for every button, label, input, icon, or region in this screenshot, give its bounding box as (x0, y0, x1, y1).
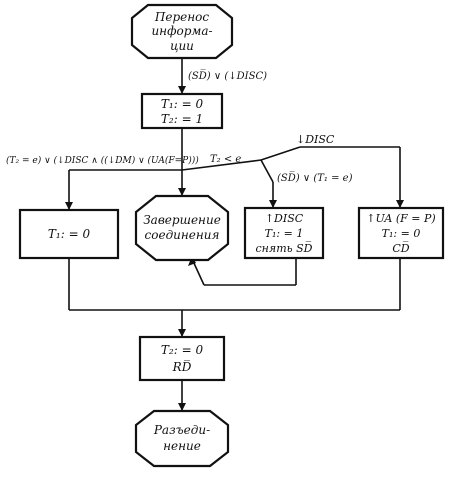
edge-sd-branch (260, 159, 274, 183)
arrowhead (178, 329, 186, 337)
node-rd-shape (138, 335, 226, 382)
node-ua: ↑UA (F = P) T₁: = 0 CD̅ (357, 206, 445, 260)
node-disc-up: ↑DISC T₁: = 1 снять SD̅ (243, 206, 325, 260)
arrowhead (65, 202, 73, 210)
node-disc-up-shape (243, 206, 325, 260)
node-ua-shape (357, 206, 445, 260)
node-disconnect-shape (134, 409, 230, 468)
edge-label-left-condition: (T₂ = e) ∨ (↓DISC ∧ ((↓DM) ∨ (UA(F=P))) (6, 155, 199, 166)
node-transfer-line2: информа- (151, 24, 212, 38)
edge-label-sd-or-disc: (SD̅) ∨ (↓DISC) (188, 70, 267, 82)
node-completion-shape (134, 194, 230, 262)
node-disc-up-line1: ↑DISC (265, 212, 304, 225)
arrowhead (178, 403, 186, 411)
node-disconnect-line1: Разъеди- (153, 423, 210, 437)
node-init-line2: T₂: = 1 (161, 112, 203, 126)
node-init-line1: T₁: = 0 (161, 97, 204, 111)
arrowhead (396, 200, 404, 208)
node-transfer-line3: ции (170, 39, 194, 53)
edge-label-t2-less-e: T₂ < e (210, 154, 241, 165)
node-rd: T₂: = 0 RD̅ (138, 335, 226, 382)
node-transfer: Перенос информа- ции (130, 3, 234, 60)
arrowhead (269, 200, 277, 208)
node-disc-up-line2: T₁: = 1 (265, 227, 304, 240)
node-completion-line2: соединения (145, 228, 220, 242)
node-transfer-shape (130, 3, 234, 60)
node-ua-line2: T₁: = 0 (382, 227, 421, 240)
node-ua-line1: ↑UA (F = P) (366, 212, 435, 225)
connectors (65, 58, 404, 411)
edge-label-disc-down: ↓DISC (296, 133, 335, 146)
node-init-shape (140, 92, 224, 130)
node-rd-line1: T₂: = 0 (161, 343, 204, 357)
node-transfer-line1: Перенос (154, 10, 209, 24)
node-reset-t1: T₁: = 0 (18, 208, 120, 260)
node-disconnect: Разъеди- нение (134, 409, 230, 468)
arrowhead (178, 188, 186, 196)
arrowhead (178, 86, 186, 94)
edge-feedback-up (192, 260, 205, 286)
node-disconnect-line2: нение (163, 439, 201, 453)
node-ua-line3: CD̅ (392, 241, 409, 255)
node-completion: Завершение соединения (134, 194, 230, 262)
node-reset-t1-shape (18, 208, 120, 260)
node-completion-line1: Завершение (143, 213, 221, 227)
node-rd-line2: RD̅ (172, 359, 192, 374)
node-init: T₁: = 0 T₂: = 1 (140, 92, 224, 130)
node-disc-up-line3: снять SD̅ (256, 241, 313, 255)
edge-label-sd-or-t1: (SD̅) ∨ (T₁ = e) (277, 172, 353, 184)
edge-right-diagonal (181, 159, 262, 171)
edge-disc-branch (260, 146, 301, 161)
node-reset-t1-label: T₁: = 0 (48, 227, 91, 241)
